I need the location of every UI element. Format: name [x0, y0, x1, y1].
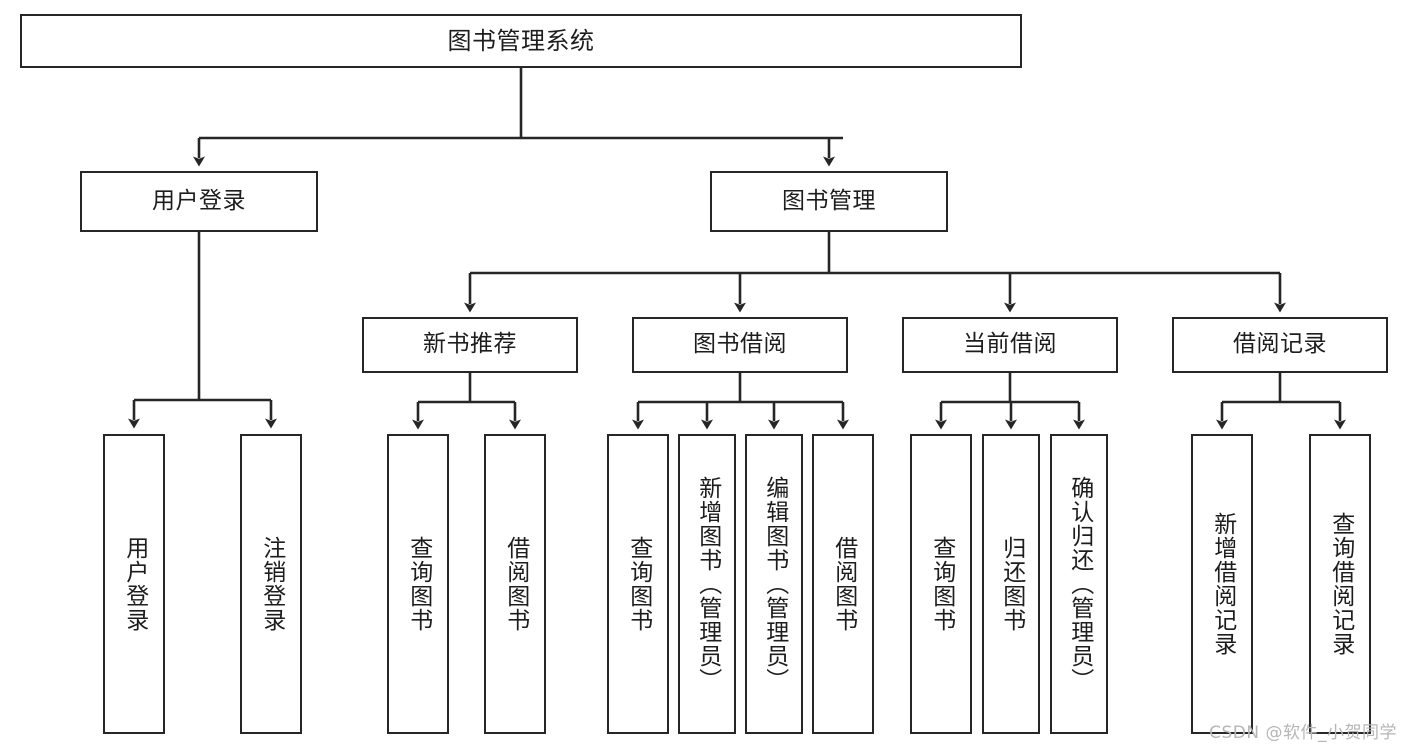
node-label: 借阅图书 [502, 536, 529, 632]
node-leaf-add-book-admin[interactable]: 新增图书（管理员） [678, 434, 736, 734]
node-label: 归还图书 [998, 536, 1025, 632]
node-label: 注销登录 [258, 536, 285, 632]
node-new-book-recommend[interactable]: 新书推荐 [362, 317, 578, 373]
node-leaf-edit-book-admin[interactable]: 编辑图书（管理员） [745, 434, 803, 734]
node-label: 确认归还（管理员） [1066, 476, 1093, 692]
node-label: 编辑图书（管理员） [761, 476, 788, 692]
node-label: 新增借阅记录 [1209, 512, 1236, 656]
node-label: 图书借阅 [693, 331, 787, 358]
node-leaf-borrow-book-rec[interactable]: 借阅图书 [484, 434, 546, 734]
node-label: 用户登录 [121, 536, 148, 632]
node-leaf-confirm-return-admin[interactable]: 确认归还（管理员） [1050, 434, 1108, 734]
node-book-borrow[interactable]: 图书借阅 [632, 317, 848, 373]
node-label: 借阅图书 [830, 536, 857, 632]
node-borrow-record[interactable]: 借阅记录 [1172, 317, 1388, 373]
node-leaf-add-borrow-record[interactable]: 新增借阅记录 [1191, 434, 1253, 734]
node-leaf-user-logout[interactable]: 注销登录 [240, 434, 302, 734]
node-label: 当前借阅 [963, 331, 1057, 358]
node-leaf-borrow-book[interactable]: 借阅图书 [812, 434, 874, 734]
node-leaf-query-book-borrow[interactable]: 查询图书 [607, 434, 669, 734]
node-label: 用户登录 [152, 187, 246, 214]
node-leaf-query-borrow-record[interactable]: 查询借阅记录 [1309, 434, 1371, 734]
node-label: 查询图书 [928, 536, 955, 632]
node-label: 图书管理 [782, 187, 876, 214]
node-root-system[interactable]: 图书管理系统 [20, 14, 1022, 68]
node-label: 借阅记录 [1233, 331, 1327, 358]
node-current-borrow[interactable]: 当前借阅 [902, 317, 1118, 373]
node-user-login[interactable]: 用户登录 [80, 171, 318, 232]
node-label: 查询借阅记录 [1327, 512, 1354, 656]
node-leaf-query-book-current[interactable]: 查询图书 [910, 434, 972, 734]
node-label: 查询图书 [625, 536, 652, 632]
node-leaf-user-login[interactable]: 用户登录 [103, 434, 165, 734]
node-leaf-return-book[interactable]: 归还图书 [982, 434, 1040, 734]
node-label: 查询图书 [405, 536, 432, 632]
node-book-manage[interactable]: 图书管理 [710, 171, 948, 232]
node-label: 新增图书（管理员） [694, 476, 721, 692]
node-leaf-query-book-rec[interactable]: 查询图书 [387, 434, 449, 734]
node-label: 图书管理系统 [447, 26, 595, 55]
node-label: 新书推荐 [423, 331, 517, 358]
